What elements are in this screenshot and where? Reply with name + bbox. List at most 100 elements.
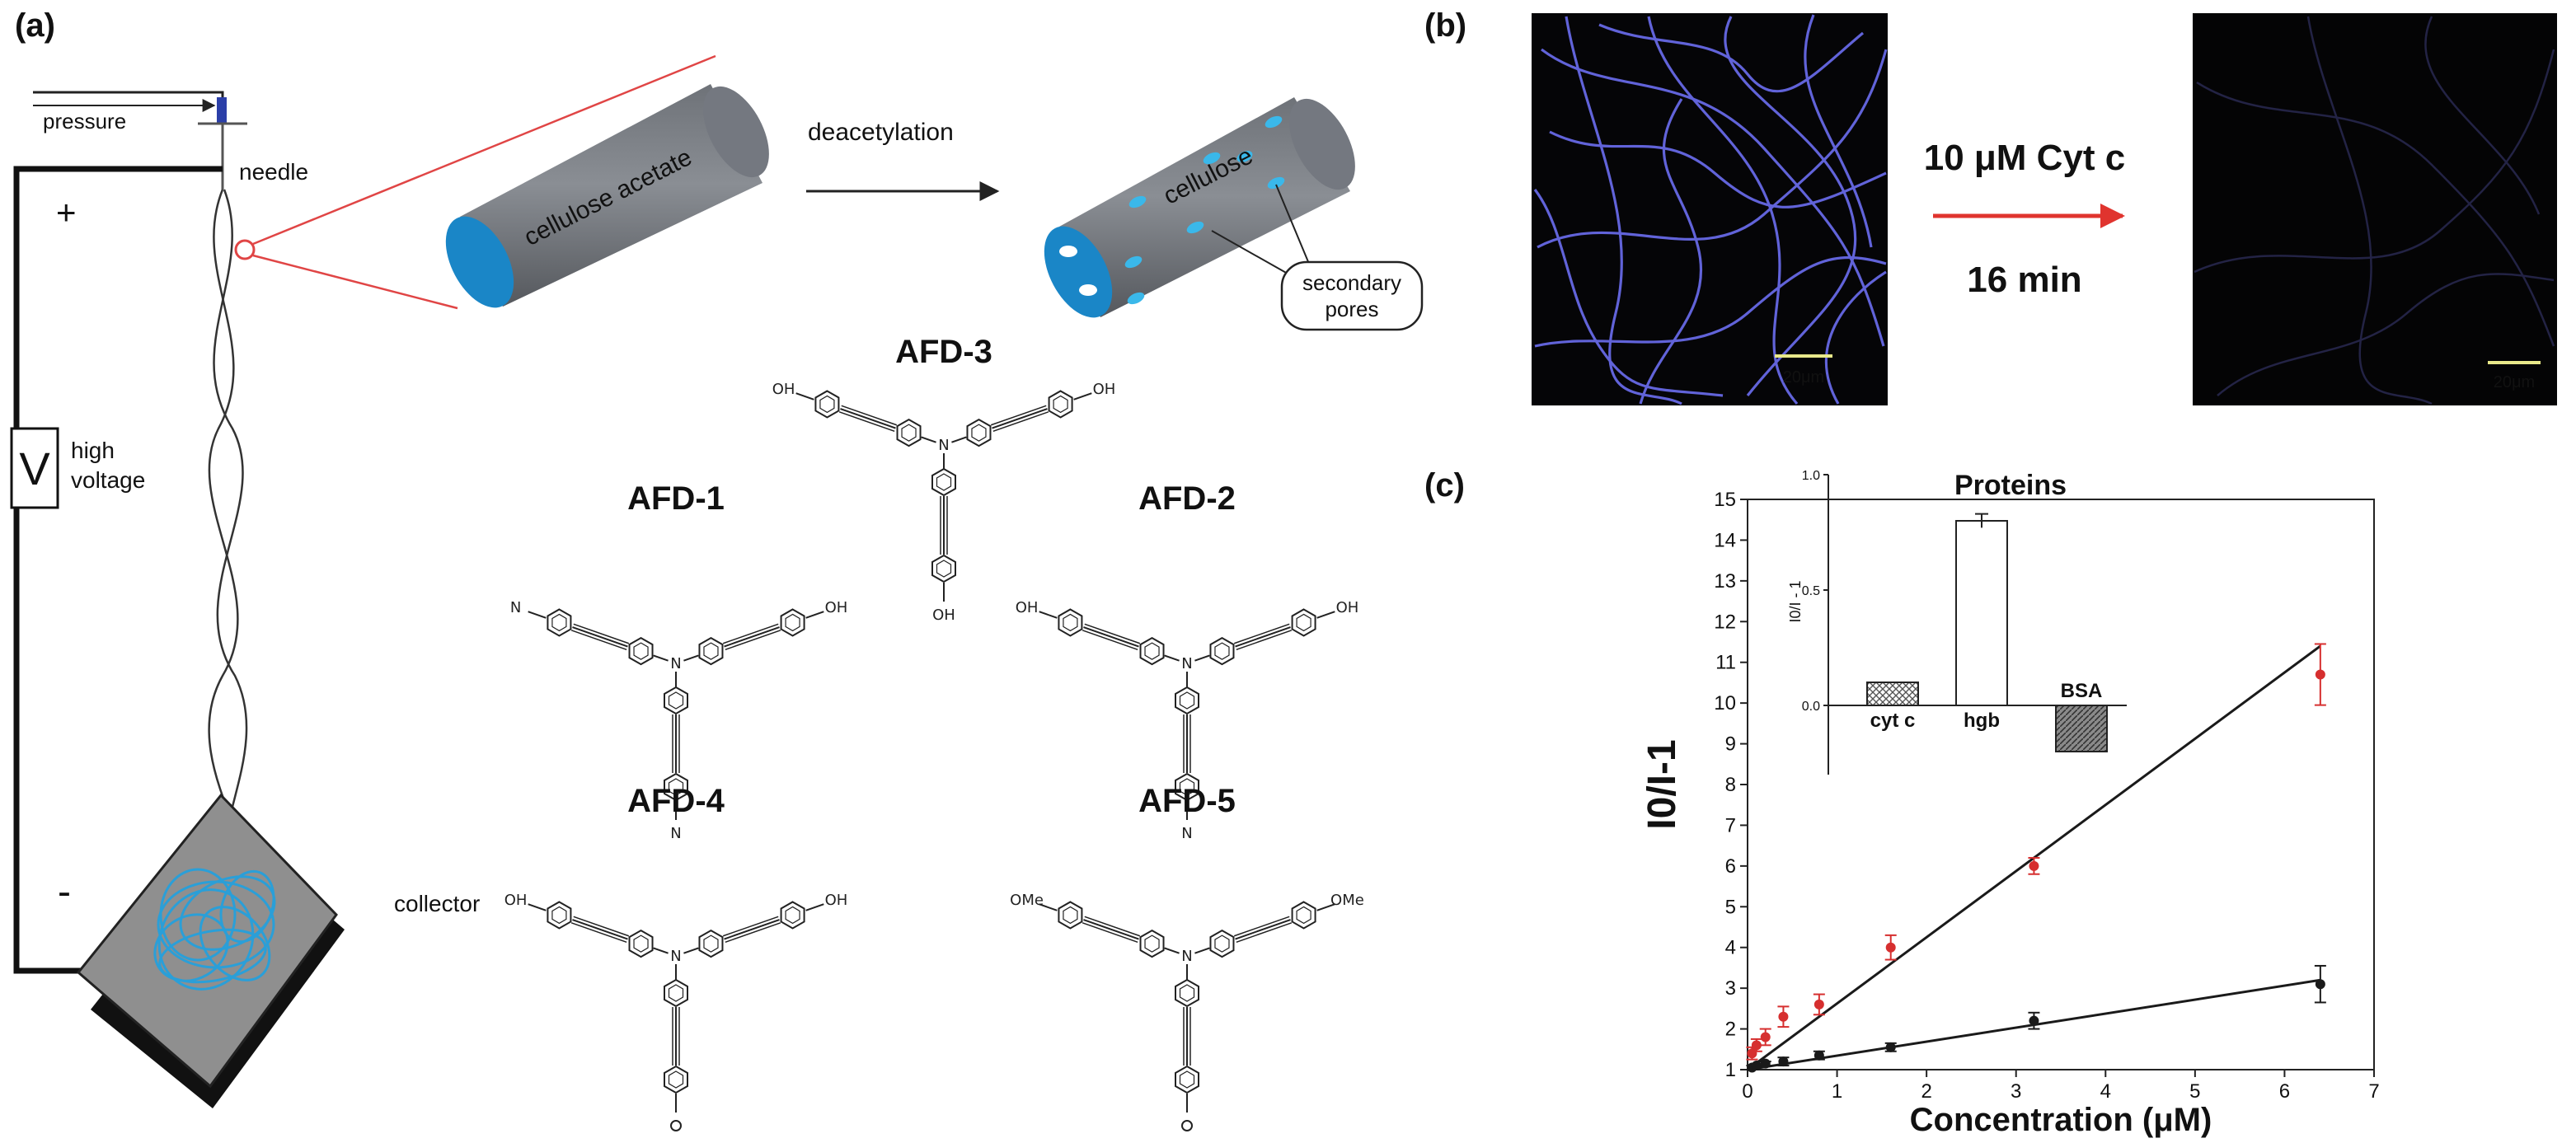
pressure-label: pressure <box>43 109 126 134</box>
alkyne-bond <box>1082 630 1138 651</box>
alkyne-bond <box>572 626 628 648</box>
zoom-circle <box>234 239 256 260</box>
alkyne-bond <box>724 919 780 940</box>
phenyl-ring <box>664 1066 688 1094</box>
fiber-jet-2 <box>213 189 248 874</box>
bond <box>1316 903 1335 911</box>
fiber-strand-4 <box>1647 16 1799 405</box>
inset-category-label: BSA <box>2061 680 2103 702</box>
bond <box>653 654 669 662</box>
terminal-group <box>1181 1120 1193 1131</box>
micrograph-before: 20μm <box>1532 13 1888 405</box>
inset-y-tick-label: 0.5 <box>1802 584 1820 598</box>
bond <box>653 947 669 954</box>
fluorescent-fibers <box>1533 14 1888 405</box>
secondary-pores-callout <box>1280 260 1424 331</box>
fiber-strand-5 <box>1534 255 1887 348</box>
pointer-line-1 <box>1211 230 1288 274</box>
minus-sign: - <box>58 870 71 914</box>
fiber-strand-7 <box>1549 130 1887 208</box>
alkyne-bond <box>840 408 896 429</box>
x-tick-label: 2 <box>1921 1080 1931 1103</box>
data-point <box>2315 669 2325 680</box>
pores-label: pores <box>1325 297 1378 321</box>
panel-c-label: (c) <box>1424 467 1465 504</box>
plot-frame <box>1747 499 2375 1070</box>
y-tick-label: 14 <box>1714 529 1736 551</box>
phenyl-ring <box>1048 390 1073 419</box>
collector-label: collector <box>394 891 480 916</box>
nitrogen-atom: N <box>1181 655 1192 672</box>
terminal-group: OH <box>1336 599 1359 616</box>
terminal-group: OH <box>825 599 848 616</box>
molecule-label: AFD-1 <box>627 480 725 517</box>
phenyl-ring <box>1209 637 1235 666</box>
phenyl-ring <box>896 419 922 447</box>
high-label: high <box>71 438 115 463</box>
faint-fiber-2 <box>2194 49 2555 274</box>
terminal-group: OH <box>772 381 795 398</box>
zoom-line-bottom <box>252 254 458 310</box>
data-point <box>1760 1058 1771 1069</box>
zoom-line-top <box>252 54 716 246</box>
data-point <box>1751 1040 1762 1051</box>
inset-title: Proteins <box>1954 470 2067 501</box>
alkyne-bond <box>722 623 779 644</box>
phenyl-ring <box>664 686 688 714</box>
scale-label-before: 20μm <box>1783 368 1824 386</box>
phenyl-ring <box>780 608 805 637</box>
y-tick-label: 9 <box>1725 733 1736 756</box>
data-point <box>2315 979 2325 990</box>
nitrogen-atom: N <box>1181 948 1192 965</box>
alkyne-bond <box>573 623 630 644</box>
cellulose-fiber: cellulose secondary pores <box>1044 97 1424 331</box>
fiber-strand-12 <box>1598 23 1865 93</box>
molecule-label: AFD-2 <box>1138 480 1236 517</box>
secondary-label: secondary <box>1302 270 1401 295</box>
x-tick-label: 1 <box>1832 1080 1842 1103</box>
voltage-label: voltage <box>71 467 145 493</box>
plus-sign: + <box>56 193 77 232</box>
faint-fiber-3 <box>2306 16 2433 405</box>
phenyl-ring <box>966 419 992 447</box>
terminal-group: N <box>510 599 521 616</box>
alkyne-bond <box>1236 922 1293 944</box>
terminal-group: N <box>1181 825 1192 842</box>
pore-open-1 <box>1059 246 1077 257</box>
quenched-fibers <box>2194 16 2555 405</box>
faint-fiber-1 <box>2196 81 2555 347</box>
alkyne-bond <box>1235 626 1291 648</box>
data-point <box>1885 942 1896 953</box>
bond <box>921 436 936 443</box>
phenyl-ring <box>780 901 805 930</box>
terminal-group: OH <box>504 892 528 909</box>
fiber-strand-9 <box>1639 98 1703 405</box>
bond <box>805 903 824 911</box>
molecule-afd-2: AFD-2N OH OH N <box>1016 480 1359 842</box>
bond <box>1164 947 1180 954</box>
phenyl-ring <box>547 608 572 637</box>
data-point <box>1778 1011 1789 1022</box>
bond <box>683 947 699 954</box>
terminal-group: OH <box>1016 599 1039 616</box>
molecule-label: AFD-3 <box>895 334 992 370</box>
treatment-label: 10 μM Cyt c <box>1924 138 2126 178</box>
inset-bar <box>1955 520 2008 706</box>
bond <box>795 392 814 401</box>
terminal-group: N <box>670 825 681 842</box>
phenyl-ring <box>628 930 654 958</box>
x-tick-label: 5 <box>2189 1080 2200 1103</box>
inset-bar <box>1866 682 1919 706</box>
alkyne-bond <box>1233 623 1290 644</box>
y-tick-label: 10 <box>1714 692 1736 714</box>
alkyne-bond <box>722 916 779 937</box>
faint-fiber-4 <box>2217 273 2555 396</box>
alkyne-bond <box>841 405 898 426</box>
phenyl-ring <box>1175 979 1199 1007</box>
phenyl-ring <box>698 637 724 666</box>
alkyne-bond <box>1082 922 1138 944</box>
